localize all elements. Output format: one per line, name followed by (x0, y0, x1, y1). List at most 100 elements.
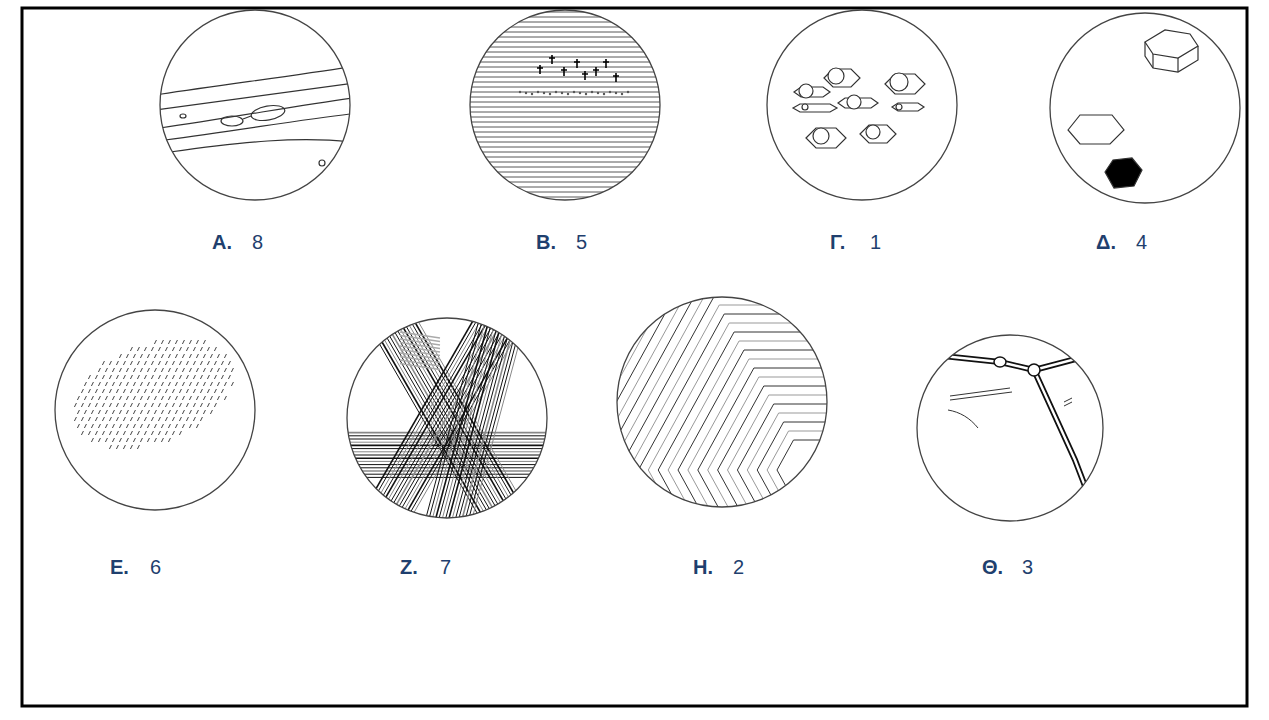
field-circle (470, 10, 660, 200)
dotted-cell-sketch-part (140, 396, 142, 400)
panel-number: 1 (870, 230, 881, 254)
crystal-sketch-part-part (892, 103, 924, 111)
dotted-cell-sketch-part (119, 410, 121, 414)
crystal-sketch (793, 68, 925, 148)
dotted-cell-sketch-part (151, 347, 153, 351)
dotted-cell-sketch-part (165, 389, 167, 393)
crystal-sketch-part-part (802, 104, 808, 110)
dotted-cell-sketch-part (175, 396, 177, 400)
dotted-cell-sketch-part (140, 368, 142, 372)
dotted-cell-sketch-part (231, 382, 233, 386)
dotted-cell-sketch-part (133, 424, 135, 428)
striation-sketch-part (609, 91, 611, 93)
striation-sketch-part (465, 22, 665, 23)
striation-sketch-part (615, 92, 617, 94)
dotted-cell-sketch-part (116, 375, 118, 379)
dotted-cell-sketch-part (186, 389, 188, 393)
dotted-cell-sketch-part (186, 361, 188, 365)
dotted-cell-sketch-part (133, 396, 135, 400)
zoned-crystal-sketch-part (708, 377, 840, 563)
dotted-cell-sketch-part (130, 389, 132, 393)
striation-sketch-part (465, 57, 665, 58)
dotted-cell-sketch-part (172, 361, 174, 365)
dotted-cell-sketch-part (98, 368, 100, 372)
dotted-cell-sketch-part (158, 375, 160, 379)
striation-sketch-part (585, 93, 587, 95)
dotted-cell-sketch-part (144, 375, 146, 379)
dotted-cell-sketch-part (140, 438, 142, 442)
dotted-cell-sketch-part (224, 354, 226, 358)
dotted-cell-sketch-part (126, 368, 128, 372)
dotted-cell-sketch-part (130, 347, 132, 351)
dotted-cell-sketch-part (214, 375, 216, 379)
crystal-sketch-part-part (847, 95, 861, 109)
striation-sketch-part (465, 172, 665, 173)
striation-sketch-part (465, 132, 665, 133)
needle-bundle-sketch-part (404, 309, 534, 534)
dotted-cell-sketch-part (140, 410, 142, 414)
dotted-cell-sketch-part (109, 403, 111, 407)
dotted-cell-sketch-part (193, 417, 195, 421)
dotted-cell-sketch-part (91, 396, 93, 400)
dotted-cell-sketch-part (175, 424, 177, 428)
striation-sketch-part (465, 87, 665, 88)
dotted-cell-sketch-part (158, 417, 160, 421)
grain-boundary-sketch-part-part (1064, 402, 1072, 406)
panel-letter: Ζ. (400, 555, 418, 579)
dotted-cell-sketch-part (210, 382, 212, 386)
dotted-cell-sketch-part (102, 375, 104, 379)
striation-sketch-part (591, 91, 593, 93)
dotted-cell-sketch-part (172, 431, 174, 435)
dotted-cell-sketch-part (217, 368, 219, 372)
fibre-sketch-part (165, 114, 350, 140)
dotted-cell-sketch-part (147, 368, 149, 372)
striation-sketch-part (465, 32, 665, 33)
dotted-cell-sketch-part (119, 396, 121, 400)
striation-sketch-part (465, 177, 665, 178)
dotted-cell-sketch-part (161, 410, 163, 414)
field-circle (617, 297, 827, 507)
crystal-sketch-part (794, 84, 830, 98)
dotted-cell-sketch-part (154, 368, 156, 372)
dotted-cell-sketch-part (119, 382, 121, 386)
fibre-sketch-part (221, 116, 243, 126)
dotted-cell-sketch-part (189, 340, 191, 344)
striation-sketch-part (465, 17, 665, 18)
dotted-cell-sketch-part (112, 382, 114, 386)
zoned-crystal-sketch-part (629, 305, 841, 635)
dotted-cell-sketch-part (119, 354, 121, 358)
dotted-cell-sketch-part (151, 375, 153, 379)
dotted-cell-sketch-part (109, 431, 111, 435)
dotted-cell-sketch-part (130, 361, 132, 365)
dotted-cell-sketch-part (98, 396, 100, 400)
dotted-cell-sketch-part (196, 410, 198, 414)
dotted-cell-sketch-part (182, 410, 184, 414)
dotted-cell-sketch-part (109, 375, 111, 379)
dotted-cell-sketch-part (112, 368, 114, 372)
dotted-cell-sketch-part (182, 368, 184, 372)
dotted-cell-sketch-part (179, 347, 181, 351)
needle-bundle-sketch-part (379, 324, 509, 549)
dotted-cell-sketch-part (168, 424, 170, 428)
dotted-cell-sketch-part (88, 431, 90, 435)
dotted-cell-sketch-part (144, 389, 146, 393)
dotted-cell-sketch-part (168, 410, 170, 414)
dotted-cell-sketch-part (81, 431, 83, 435)
dotted-cell-sketch-part (147, 424, 149, 428)
needle-bundle-sketch-part (400, 360, 440, 366)
dotted-cell-sketch-part (105, 424, 107, 428)
striation-sketch-part (465, 182, 665, 183)
dotted-cell-sketch-part (77, 410, 79, 414)
dotted-cell-sketch-part (154, 410, 156, 414)
dotted-cell-sketch-part (193, 403, 195, 407)
plate-crystal-sketch-part (1145, 30, 1198, 58)
zoned-crystal-sketch-part (589, 269, 840, 671)
zoned-crystal-sketch-part (678, 350, 840, 590)
dotted-cell-sketch-part (200, 403, 202, 407)
dotted-cell-sketch-part (217, 382, 219, 386)
striation-sketch-part (531, 93, 533, 95)
zoned-crystal-sketch-part (767, 431, 840, 509)
dotted-cell-sketch-part (203, 354, 205, 358)
dotted-cell-sketch-part (137, 375, 139, 379)
dotted-cell-sketch-part (203, 410, 205, 414)
